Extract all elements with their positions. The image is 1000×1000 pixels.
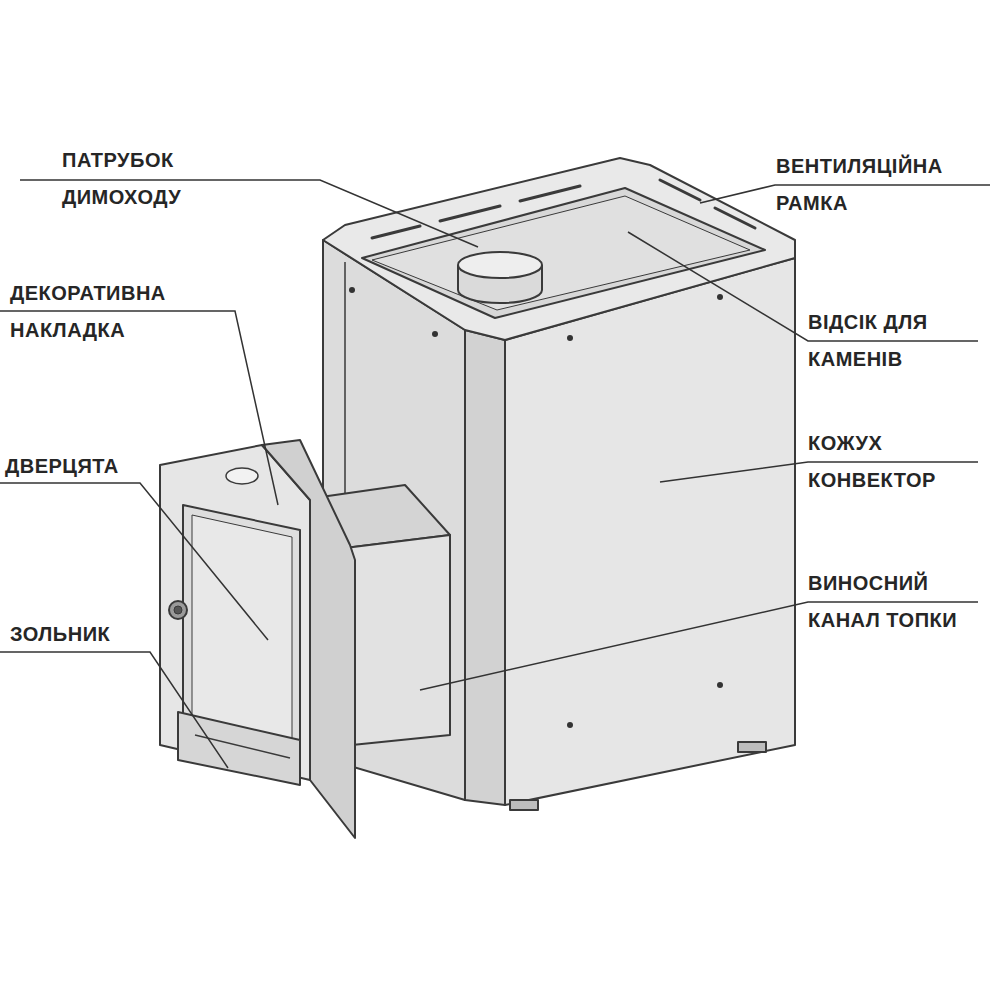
leader-lines bbox=[0, 180, 990, 768]
part-label: ВЕНТИЛЯЦІЙНА РАМКА bbox=[776, 148, 991, 222]
part-label: ЗОЛЬНИК bbox=[10, 616, 160, 653]
part-label: ДВЕРЦЯТА bbox=[5, 448, 155, 485]
part-label: КОЖУХ КОНВЕКТОР bbox=[808, 425, 978, 499]
part-label: ПАТРУБОК ДИМОХОДУ bbox=[62, 142, 237, 216]
part-label: ВИНОСНИЙ КАНАЛ ТОПКИ bbox=[808, 565, 993, 639]
part-label: ВІДСІК ДЛЯ КАМЕНІВ bbox=[808, 304, 978, 378]
part-label: ДЕКОРАТИВНА НАКЛАДКА bbox=[10, 275, 205, 349]
